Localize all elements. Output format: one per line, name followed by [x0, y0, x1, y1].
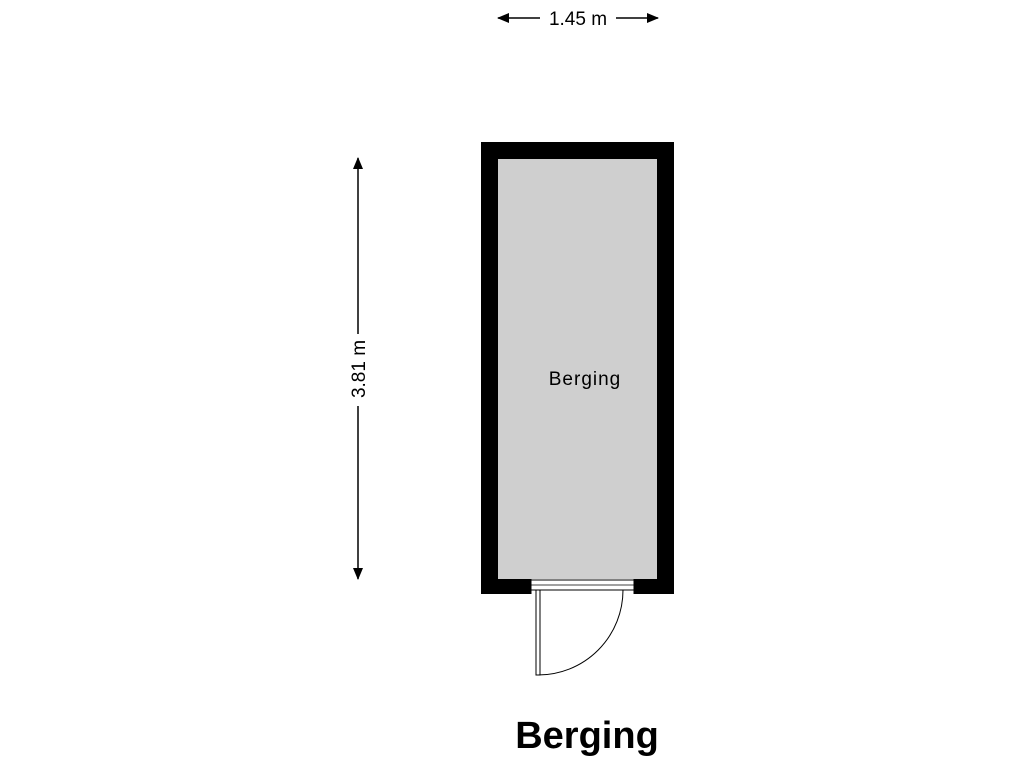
room-label: Berging: [549, 369, 622, 390]
height-dimension: 3.81 m: [349, 157, 370, 580]
height-dimension-label: 3.81 m: [349, 340, 370, 398]
door-opening: [531, 579, 634, 594]
door-swing: [535, 589, 624, 676]
door-swing-arc: [537, 589, 624, 676]
width-dimension: 1.45 m: [497, 9, 659, 30]
width-dimension-label: 1.45 m: [549, 9, 607, 30]
room-walls: [481, 142, 674, 594]
room-floor: [498, 159, 657, 579]
door-leaf: [535, 589, 541, 676]
plan-title: Berging: [515, 715, 659, 757]
